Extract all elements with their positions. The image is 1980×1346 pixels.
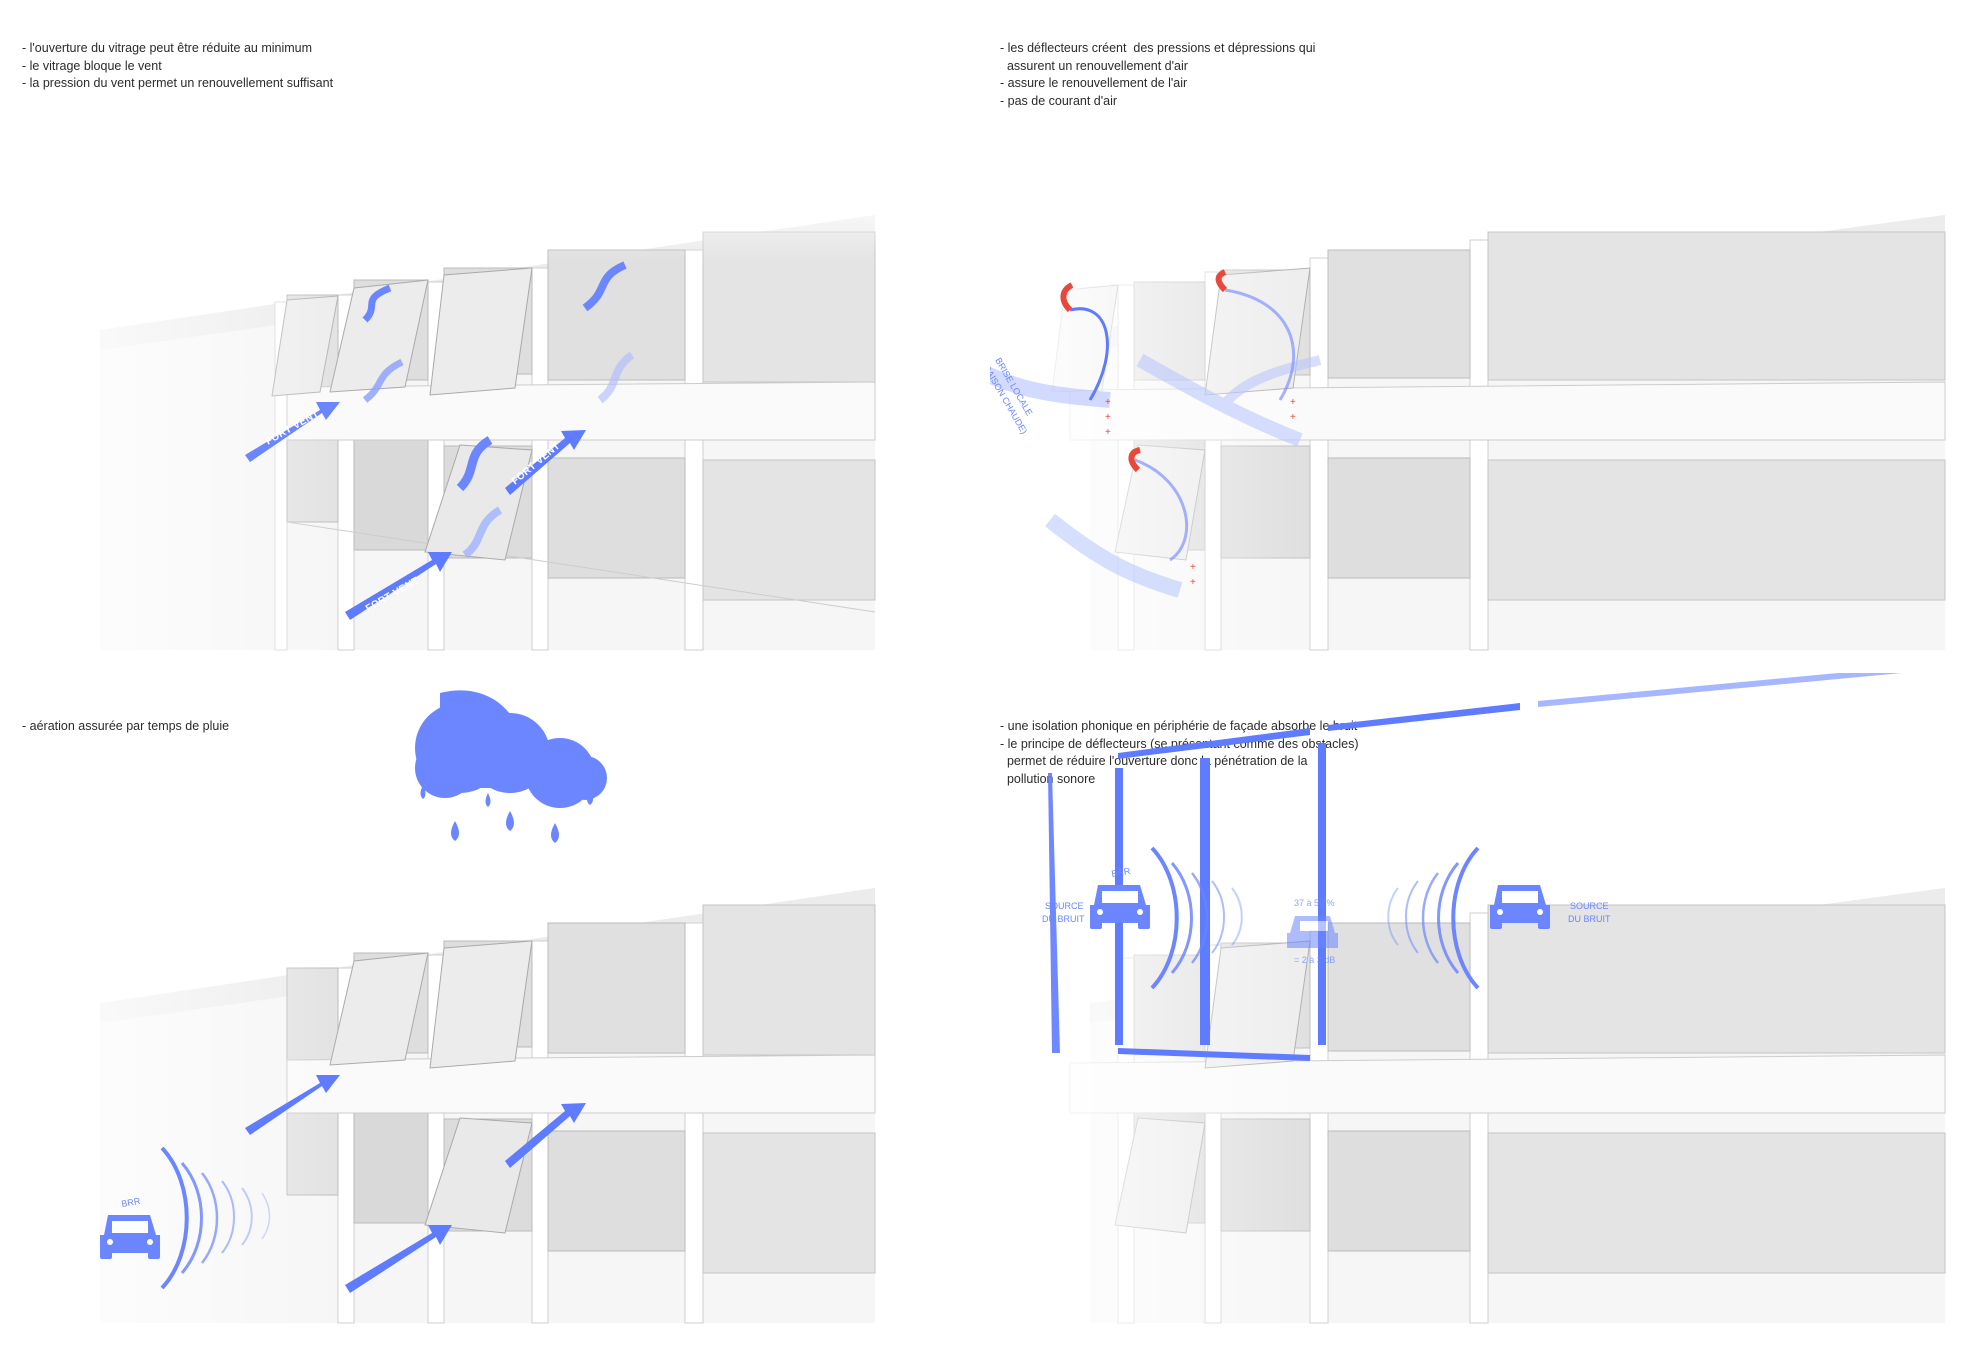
panel-notes: - l'ouverture du vitrage peut être rédui… — [22, 40, 333, 93]
facade-wind-diagram: FORT VENT FORT VENT FORT VENT — [0, 180, 990, 673]
sound-waves-left — [1150, 846, 1243, 990]
svg-text:+: + — [1190, 577, 1196, 588]
note-line: pollution sonore — [1000, 771, 1096, 786]
note-line: - pas de courant d'air — [1000, 93, 1118, 108]
car-icon-right — [1490, 885, 1550, 929]
car-icon-left: BRR — [1090, 866, 1150, 929]
panel-rain-ventilation: - aération assurée par temps de pluie — [0, 673, 990, 1346]
reduction-db: = 2 à 3 dB — [1294, 955, 1335, 965]
wind-flow-arrows — [245, 261, 635, 620]
note-line: - le vitrage bloque le vent — [22, 58, 162, 73]
pressure-markers: + + + + + + + — [1060, 269, 1296, 588]
sound-waves — [160, 1146, 271, 1290]
panel-notes: - les déflecteurs créent des pressions e… — [1000, 40, 1315, 110]
noise-source-label: SOURCE — [1570, 901, 1609, 911]
car-sound-label: BRR — [121, 1196, 142, 1209]
note-line: - la pression du vent permet un renouvel… — [22, 76, 334, 91]
note-line: - assure le renouvellement de l'air — [1000, 76, 1188, 91]
note-line: - l'ouverture du vitrage peut être rédui… — [22, 41, 313, 55]
car-sound-label: BRR — [1111, 866, 1132, 879]
svg-text:+: + — [1105, 427, 1111, 438]
panel-wind-blocking: - l'ouverture du vitrage peut être rédui… — [0, 0, 990, 673]
reduction-percent: 37 à 50 % — [1294, 898, 1335, 908]
svg-text:+: + — [1105, 397, 1111, 408]
noise-source-label: DU BRUIT — [1568, 914, 1611, 924]
note-line: - une isolation phonique en périphérie d… — [1000, 719, 1358, 733]
deflector-flow-curves — [1069, 288, 1296, 562]
facade-rain-diagram: BRR — [0, 690, 990, 1346]
note-line: - aération assurée par temps de pluie — [22, 719, 230, 733]
acoustic-insulation-bands — [1048, 673, 1903, 1061]
svg-text:+: + — [1105, 412, 1111, 423]
panel-deflector-pressure: - les déflecteurs créent des pressions e… — [990, 0, 1980, 673]
car-icon: BRR — [100, 1196, 160, 1259]
noise-source-label: SOURCE — [1045, 901, 1084, 911]
note-line: assurent un renouvellement d'air — [1000, 58, 1188, 73]
note-line: - les déflecteurs créent des pressions e… — [1000, 41, 1316, 55]
rain-cloud-icon — [415, 690, 607, 843]
sound-waves-right — [1387, 846, 1480, 990]
noise-source-label: DU BRUIT — [1042, 914, 1085, 924]
reduced-car-icon — [1287, 916, 1338, 948]
svg-text:+: + — [1290, 397, 1296, 408]
svg-text:+: + — [1290, 412, 1296, 423]
panel-notes: - aération assurée par temps de pluie — [22, 718, 229, 736]
facade-acoustic-diagram: BRR SOURCE DU BRUIT SOURCE DU BRUIT 37 à… — [990, 673, 1980, 1346]
facade-pressure-diagram: + + + + + + + BRISE LOCALE (SAISON CHAUD… — [990, 180, 1980, 673]
panel-acoustic-insulation: - une isolation phonique en périphérie d… — [990, 673, 1980, 1346]
ventilation-arrows — [245, 1075, 586, 1293]
svg-text:+: + — [1190, 562, 1196, 573]
